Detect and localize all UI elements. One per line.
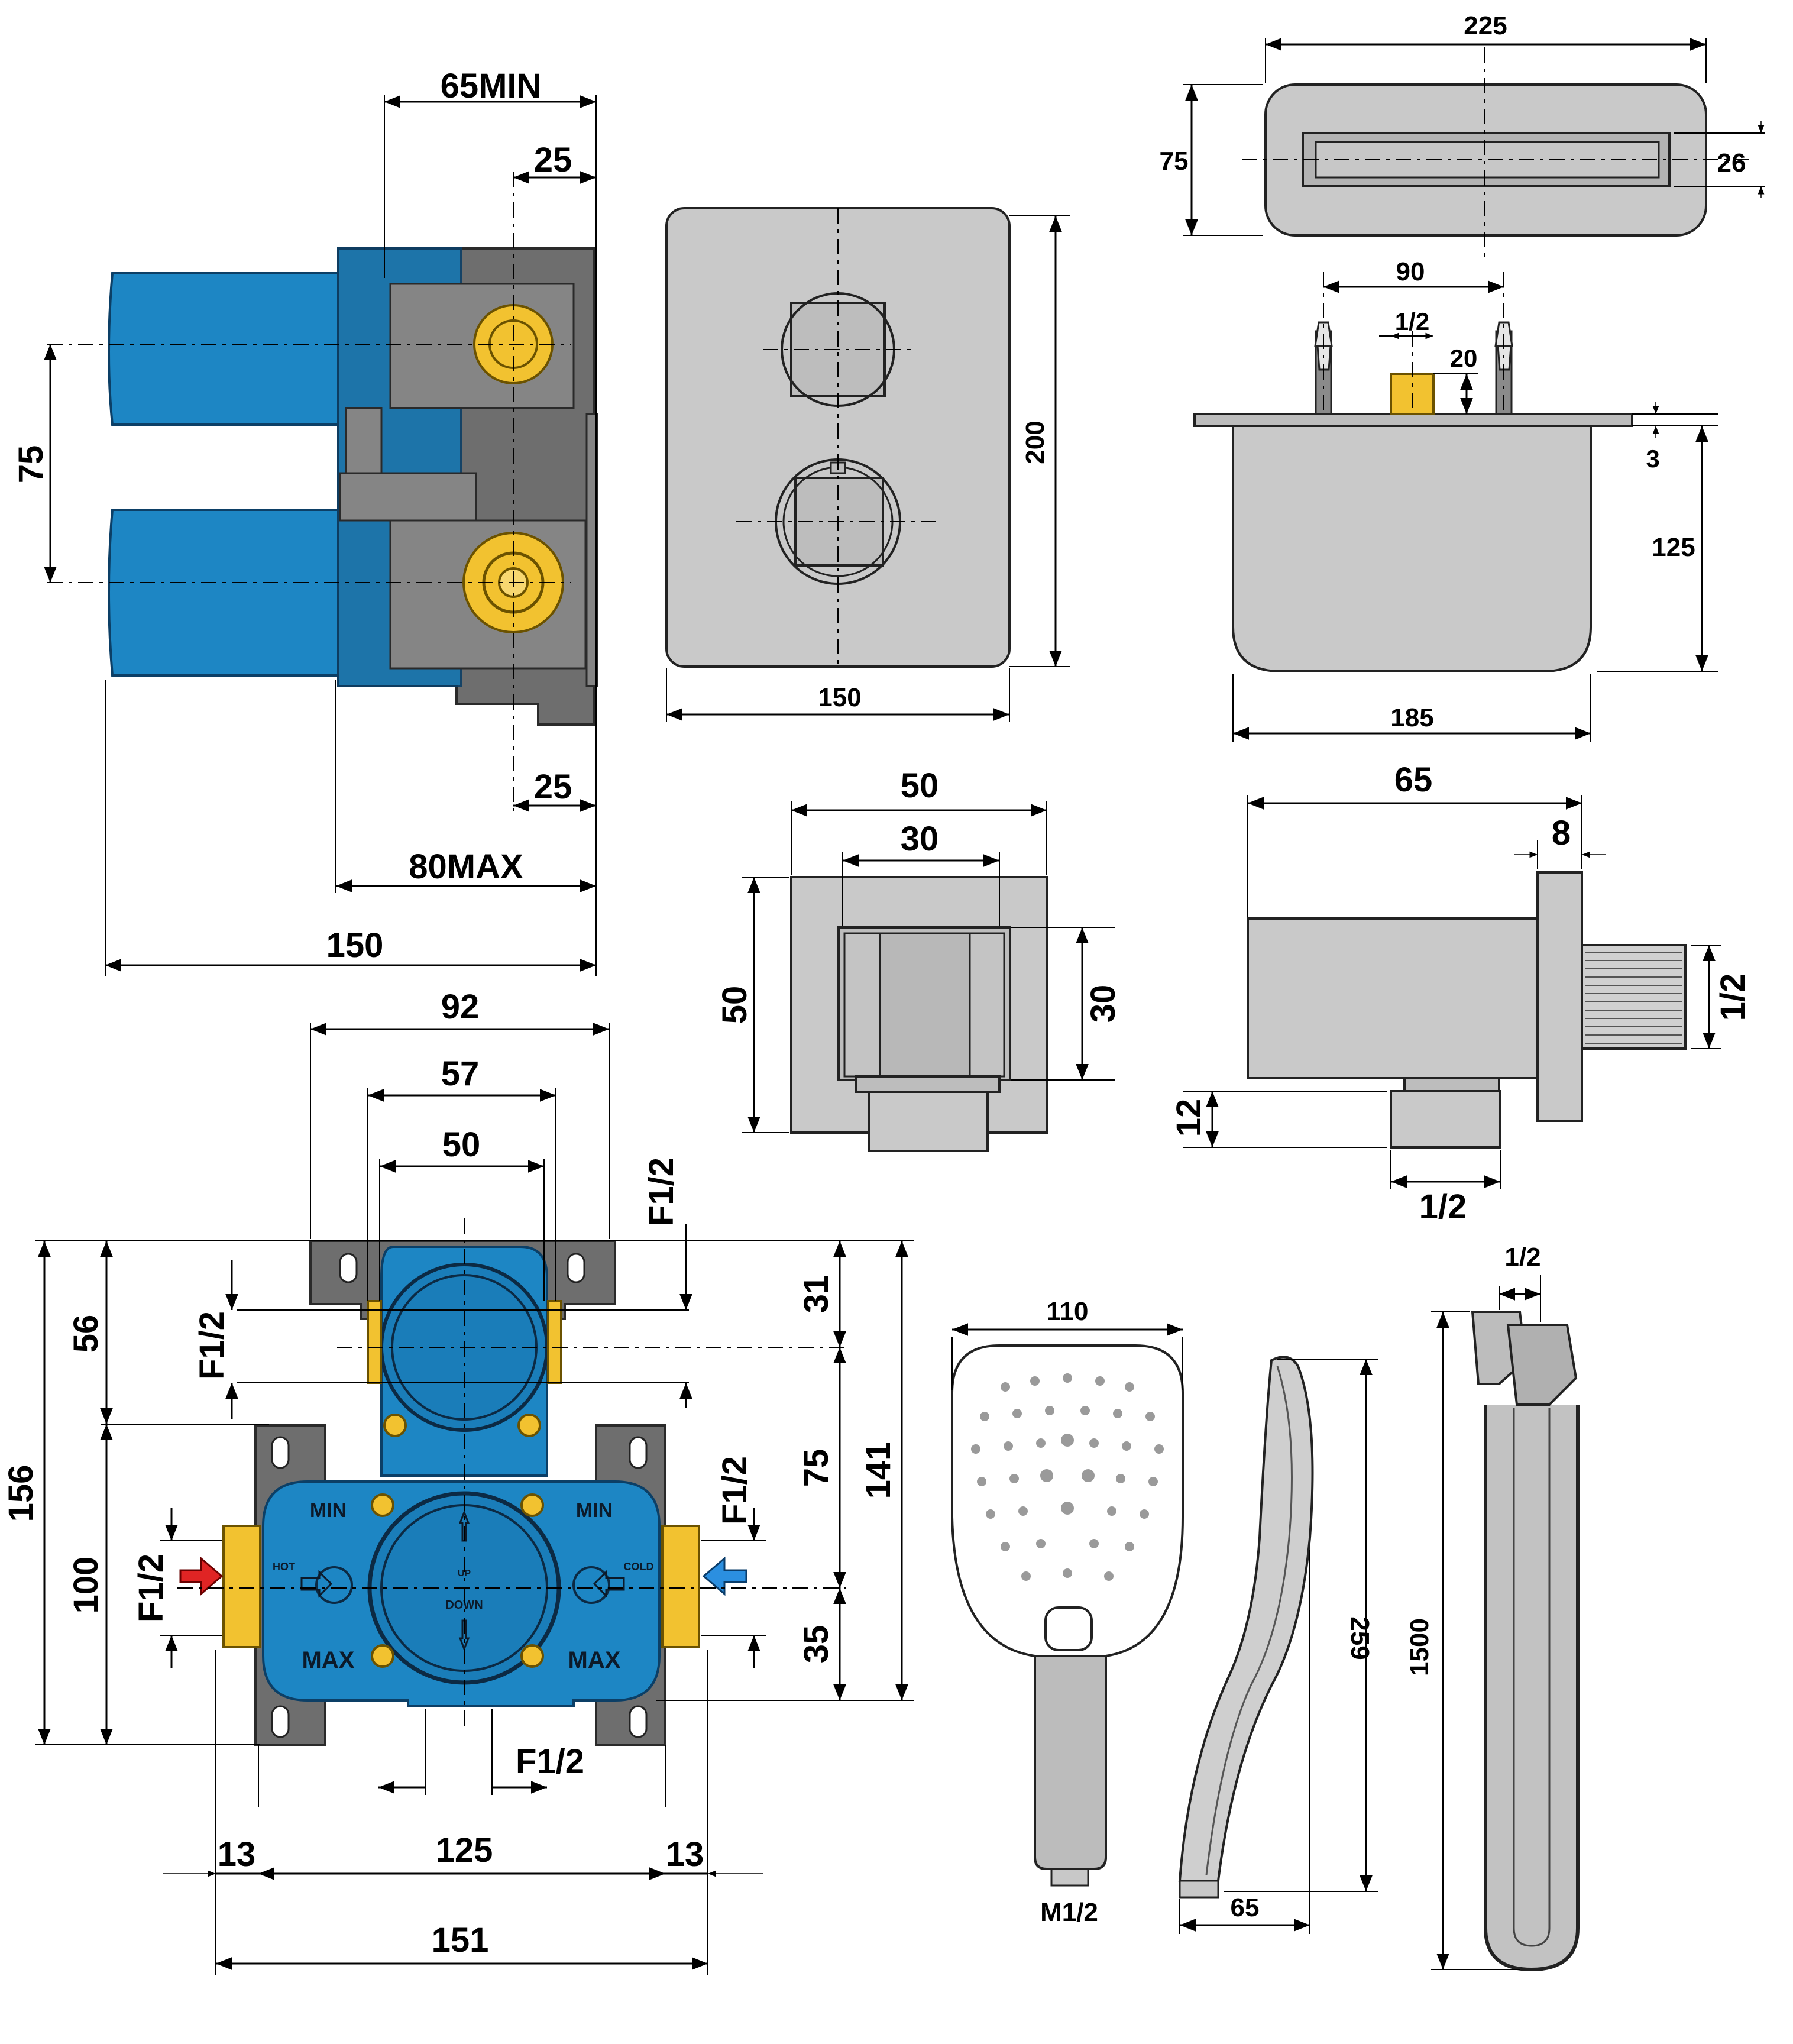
hand-shower-front: 110 M1/2 <box>951 1297 1184 1927</box>
label-m-half: M1/2 <box>1040 1898 1098 1927</box>
label-up: UP <box>458 1568 471 1579</box>
dim-35: 35 <box>797 1625 836 1664</box>
hose-view: 1/2 1500 <box>1405 1243 1580 1972</box>
dim-f-right: F1/2 <box>716 1456 754 1525</box>
valve-side-view: 65MIN 25 75 25 80MAX 150 <box>12 67 598 976</box>
label-hot: HOT <box>273 1561 295 1573</box>
dim-259: 259 <box>1345 1616 1374 1660</box>
dim-thread-half: 1/2 <box>1395 308 1429 335</box>
dim-31: 31 <box>797 1275 836 1314</box>
dim-110: 110 <box>1047 1297 1089 1326</box>
label-min-right: MIN <box>576 1499 613 1522</box>
dim-125-valve: 125 <box>436 1831 493 1870</box>
elbow-view: 65 8 1/2 12 1/2 <box>1170 761 1752 1226</box>
knob-view: 50 30 50 30 <box>716 767 1122 1152</box>
dim-65min: 65MIN <box>441 67 542 105</box>
dim-75-spout: 75 <box>1160 147 1189 176</box>
dim-12: 12 <box>1170 1099 1208 1137</box>
label-cold: COLD <box>624 1561 654 1573</box>
dim-half-hose: 1/2 <box>1504 1243 1540 1272</box>
dim-141: 141 <box>859 1442 898 1499</box>
dim-56: 56 <box>67 1315 105 1353</box>
dim-13-left: 13 <box>218 1835 256 1874</box>
valve-front-view: MIN MIN MAX MAX HOT COLD UP DOWN <box>2 988 914 1975</box>
dim-90: 90 <box>1396 257 1425 286</box>
dim-80max: 80MAX <box>409 848 523 886</box>
dim-65-elbow: 65 <box>1394 761 1433 799</box>
label-max-left: MAX <box>302 1647 355 1673</box>
dim-50-valve: 50 <box>442 1126 481 1164</box>
dim-156: 156 <box>2 1465 40 1522</box>
dim-20: 20 <box>1450 344 1478 372</box>
cover-plate-view: 200 150 <box>665 207 1070 722</box>
dim-25-bottom: 25 <box>534 768 572 806</box>
dim-65-grip: 65 <box>1231 1893 1260 1922</box>
dim-150-plate: 150 <box>818 683 861 712</box>
dim-25-top: 25 <box>534 141 572 179</box>
dim-125-spout: 125 <box>1652 533 1695 562</box>
dim-f-top-right: F1/2 <box>642 1157 681 1226</box>
label-max-right: MAX <box>568 1647 621 1673</box>
dim-3: 3 <box>1646 445 1659 473</box>
hand-shower-side: 259 65 <box>1178 1356 1378 1934</box>
dim-50-knob-h: 50 <box>716 986 754 1024</box>
dim-225: 225 <box>1464 11 1507 40</box>
dim-30-knob-h: 30 <box>1084 985 1122 1023</box>
label-down: DOWN <box>445 1599 483 1612</box>
spout-side-view: 90 1/2 20 3 125 185 <box>1193 257 1718 742</box>
dim-151: 151 <box>432 1921 489 1959</box>
dim-thread-side: 1/2 <box>1714 974 1752 1021</box>
dim-8: 8 <box>1552 814 1571 852</box>
dim-f-left: F1/2 <box>132 1554 170 1622</box>
dim-75-side: 75 <box>12 445 50 484</box>
dim-26: 26 <box>1717 148 1746 177</box>
dim-f-top-left: F1/2 <box>193 1311 231 1380</box>
dim-30-knob: 30 <box>901 820 939 858</box>
dim-185: 185 <box>1390 703 1433 732</box>
dim-92: 92 <box>441 988 480 1026</box>
dim-50-knob: 50 <box>901 767 939 805</box>
dim-100: 100 <box>67 1557 105 1614</box>
dim-150-side: 150 <box>326 926 384 965</box>
dim-1500: 1500 <box>1405 1618 1434 1676</box>
dim-75-valve: 75 <box>797 1449 836 1487</box>
dim-200: 200 <box>1021 421 1050 464</box>
spout-top-view: 225 75 26 <box>1160 11 1765 260</box>
dim-f-bottom: F1/2 <box>516 1742 584 1781</box>
label-min-left: MIN <box>310 1499 347 1522</box>
dim-57: 57 <box>441 1055 480 1093</box>
dim-thread-bottom: 1/2 <box>1419 1188 1467 1226</box>
dim-13-right: 13 <box>666 1835 704 1874</box>
